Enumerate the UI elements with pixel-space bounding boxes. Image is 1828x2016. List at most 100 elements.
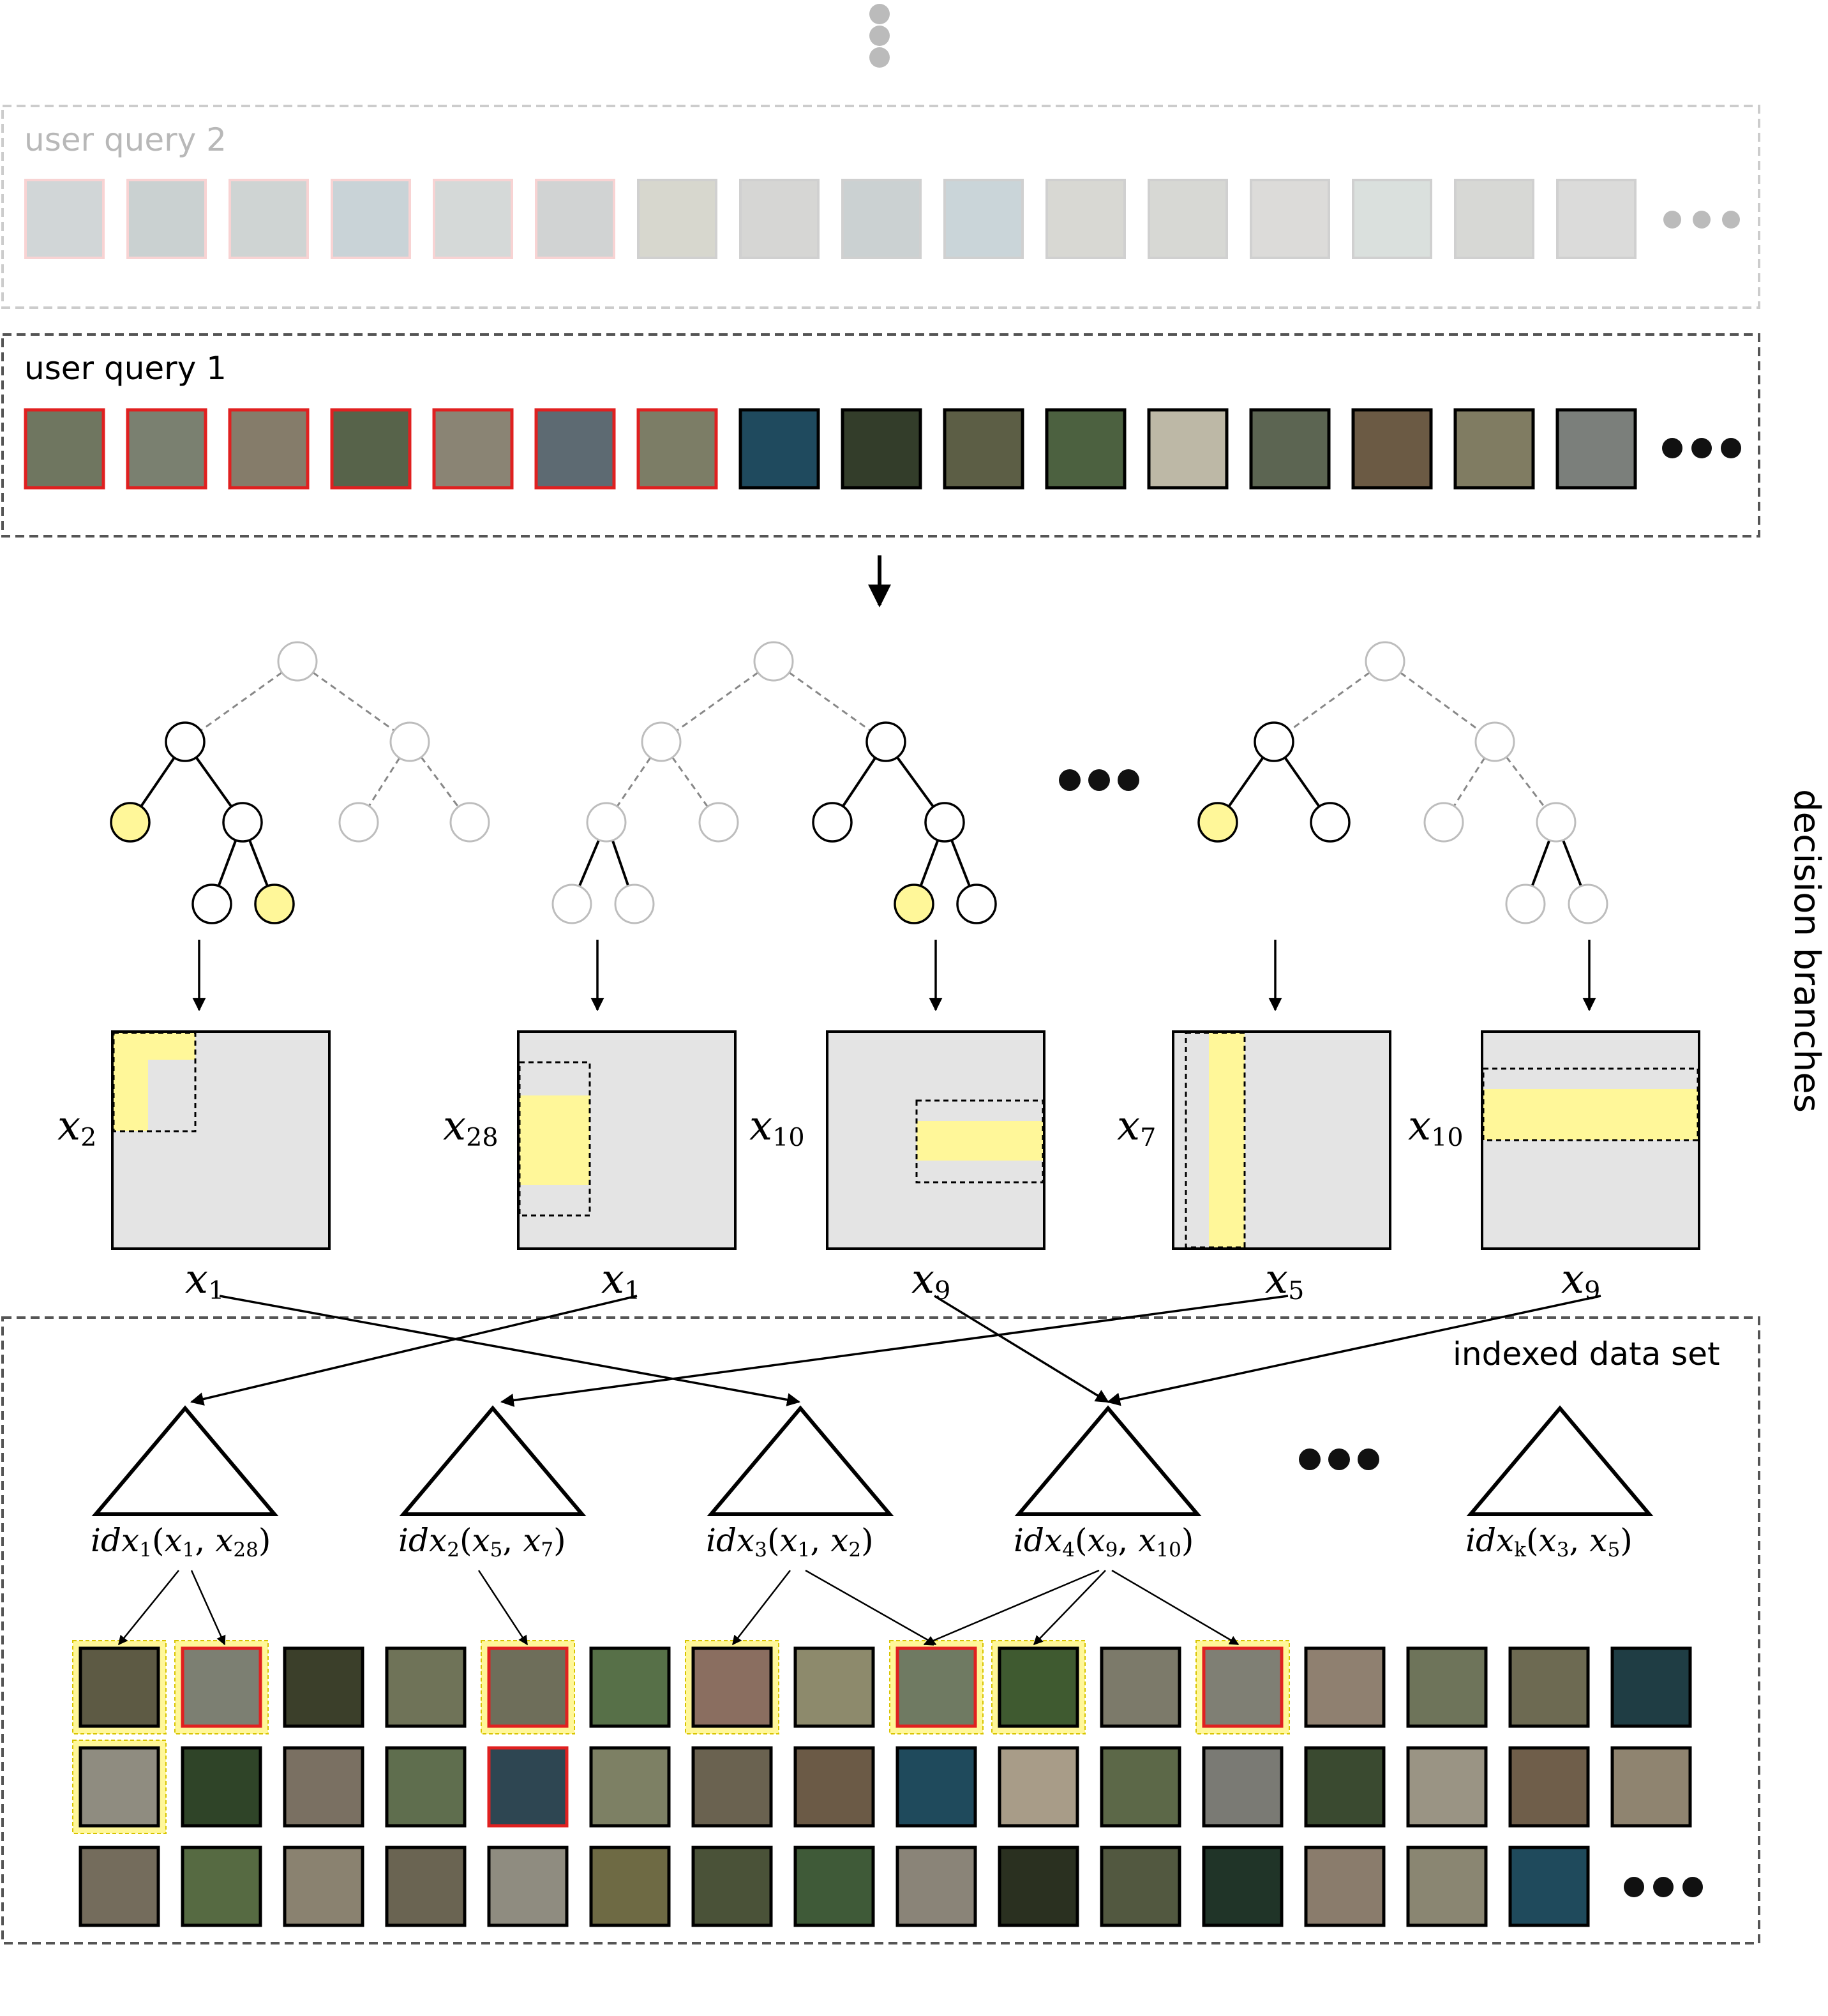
tree-2-node-lr	[698, 802, 739, 843]
dataset-image-r2-c5	[487, 1746, 569, 1828]
index-2-label-part-3: ,	[502, 1522, 523, 1559]
tree-2-edge-llr	[611, 839, 630, 887]
tree-2-edge-l-ll	[616, 756, 652, 808]
tree-2-node-llr	[614, 884, 655, 924]
feature-plot-5-xlabel-subscript: 9	[1584, 1275, 1601, 1305]
index-5-label: idxk(x3, x5)	[1465, 1524, 1633, 1560]
dataset-image-r1-c11	[1100, 1646, 1181, 1728]
dataset-image-r1-c7	[691, 1646, 773, 1728]
feature-plot-2-xlabel-subscript: 1	[624, 1275, 641, 1305]
tree-1-edge-r-rr	[420, 756, 460, 808]
tree-2-edge-r-rr	[896, 756, 934, 808]
index-5-triangle	[1466, 1405, 1654, 1516]
tree-2-node-rr	[924, 802, 965, 843]
index-to-data-arrow-8	[1111, 1569, 1240, 1646]
dataset-image-r2-c4	[385, 1746, 467, 1828]
tree-2-node-rrl	[894, 884, 934, 924]
feature-plot-5-bounds	[1482, 1067, 1699, 1141]
query2-image-14	[1352, 179, 1432, 259]
dataset-more-dot-2	[1682, 1877, 1703, 1897]
feature-plot-2-xlabel-base: x	[601, 1256, 625, 1303]
dataset-image-r3-c10	[998, 1846, 1079, 1927]
index-3-label-sub-2: 1	[797, 1538, 811, 1561]
index-3-label: idx3(x1, x2)	[706, 1524, 874, 1560]
dataset-image-r2-c14	[1406, 1746, 1488, 1828]
plot-to-index-arrow-1	[219, 1295, 801, 1406]
plot-to-index-arrow-5	[1106, 1295, 1601, 1406]
dataset-image-r3-c3	[283, 1846, 364, 1927]
index-5-label-part-3: ,	[1569, 1522, 1590, 1559]
query1-image-4	[330, 408, 412, 490]
dataset-more-dot-1	[1653, 1877, 1674, 1897]
feature-plot-5-xlabel-base: x	[1561, 1256, 1585, 1303]
tree-3-edge-root-right	[1400, 672, 1480, 732]
dataset-image-r1-c14	[1406, 1646, 1488, 1728]
feature-plot-3-region	[917, 1121, 1043, 1161]
index-4-label-sub-4: 10	[1156, 1538, 1181, 1561]
index-4-label-part-5: )	[1181, 1522, 1194, 1559]
query1-image-7	[636, 408, 718, 490]
index-1-label-sub-2: 1	[182, 1538, 195, 1561]
query2-more-dot-1	[1693, 211, 1711, 229]
query2-image-2	[126, 179, 207, 259]
tree-1-node-ll	[110, 802, 151, 843]
feature-plot-3-xlabel: x9	[911, 1259, 950, 1304]
query1-label: user query 1	[24, 350, 227, 387]
tree-1-node-rl	[338, 802, 379, 843]
index-to-data-arrow-5	[805, 1569, 937, 1646]
feature-plot-5-region	[1483, 1089, 1698, 1140]
index-5-label-part-1: (	[1526, 1522, 1539, 1559]
dataset-more-dot-0	[1624, 1877, 1644, 1897]
feature-plot-1-xlabel: x1	[185, 1259, 224, 1304]
tree-1-edge-lrl	[217, 839, 237, 887]
plot-to-index-arrow-4	[500, 1295, 1289, 1407]
tree-2-edge-rrl	[919, 839, 940, 887]
dataset-image-r1-c2	[181, 1646, 262, 1728]
indexed-data-set-label: indexed data set	[1453, 1335, 1720, 1373]
feature-plot-3-bounds	[915, 1099, 1044, 1184]
feature-plot-1-ylabel: x2	[57, 1106, 96, 1151]
query2-image-16	[1556, 179, 1637, 259]
dataset-image-r3-c9	[895, 1846, 977, 1927]
index-3-label-part-0: idx	[706, 1522, 755, 1559]
tree-2-left-node	[641, 721, 682, 762]
trees-more-dot-0	[1059, 769, 1081, 791]
tree-3-edge-r-rl	[1453, 757, 1486, 807]
query2-image-10	[943, 179, 1024, 259]
dataset-image-r2-c13	[1304, 1746, 1386, 1828]
index-3-label-sub-0: 3	[754, 1538, 767, 1561]
query1-image-9	[841, 408, 922, 490]
index-2-label-sub-2: 5	[490, 1538, 503, 1561]
index-1-label-sub-4: 28	[233, 1538, 258, 1561]
tree-3-node-ll	[1197, 802, 1238, 843]
dataset-image-r3-c8	[793, 1846, 875, 1927]
dataset-image-r2-c11	[1100, 1746, 1181, 1828]
tree-1-edge-l-lr	[195, 756, 233, 808]
feature-plot-5-ylabel-base: x	[1408, 1102, 1432, 1150]
index-more-dot-2	[1358, 1448, 1379, 1470]
dataset-image-r1-c13	[1304, 1646, 1386, 1728]
index-3-label-sub-4: 2	[848, 1538, 862, 1561]
tree-1-node-lrr	[254, 884, 295, 924]
query2-image-3	[228, 179, 309, 259]
index-to-data-arrow-4	[732, 1570, 791, 1646]
feature-plot-1-ylabel-subscript: 2	[80, 1122, 97, 1152]
index-1-label-part-1: (	[151, 1522, 165, 1559]
tree-1-root-node	[277, 641, 318, 682]
feature-plot-2-region	[520, 1095, 590, 1185]
feature-plot-1-region	[114, 1033, 195, 1131]
tree-3-node-rr	[1536, 802, 1577, 843]
tree-3-node-rl	[1423, 802, 1464, 843]
dataset-image-r2-c1	[79, 1746, 160, 1828]
index-1-label-part-4: x	[215, 1522, 234, 1559]
query2-image-8	[739, 179, 820, 259]
query1-image-5	[432, 408, 514, 490]
feature-plot-3-xlabel-base: x	[911, 1256, 935, 1303]
dataset-image-r2-c2	[181, 1746, 262, 1828]
index-5-label-part-0: idx	[1465, 1522, 1515, 1559]
query1-more-dot-1	[1691, 438, 1712, 458]
tree-3-edge-l-lr	[1284, 756, 1321, 808]
dataset-image-r3-c14	[1406, 1846, 1488, 1927]
index-2-label-part-2: x	[472, 1522, 490, 1559]
